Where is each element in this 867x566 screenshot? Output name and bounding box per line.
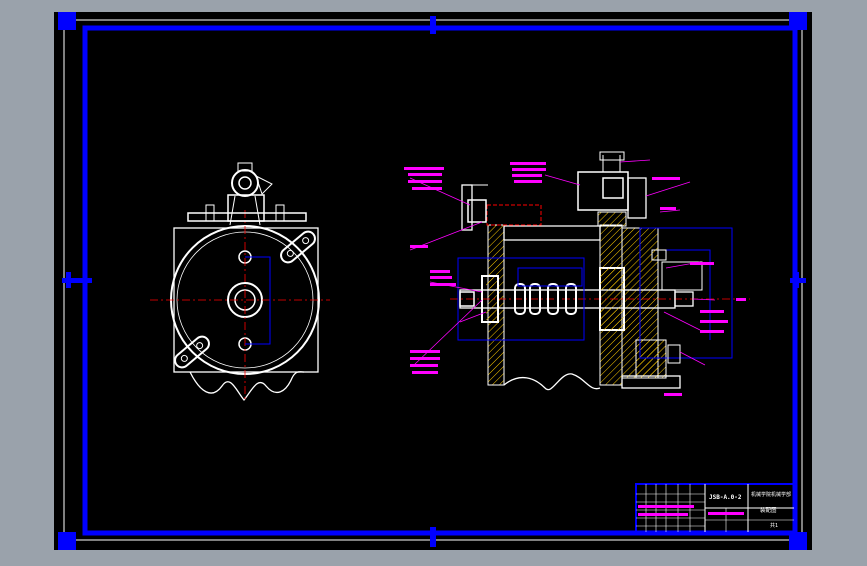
section-view [450, 151, 750, 391]
corner-grips [58, 12, 807, 550]
annotation-text-marks [404, 162, 746, 396]
title-drawing-name: 装配图 [760, 506, 777, 514]
end-view [150, 162, 330, 402]
title-block: JSB-A.0-2 机械学院机械学部 装配图 共1 [635, 483, 795, 533]
title-org-name: 机械学院机械学部 [751, 491, 791, 498]
title-sheet: 共1 [770, 522, 778, 529]
mid-grips [62, 16, 806, 547]
title-drawing-number: JSB-A.0-2 [709, 494, 742, 501]
drawing-sheet [54, 12, 812, 550]
